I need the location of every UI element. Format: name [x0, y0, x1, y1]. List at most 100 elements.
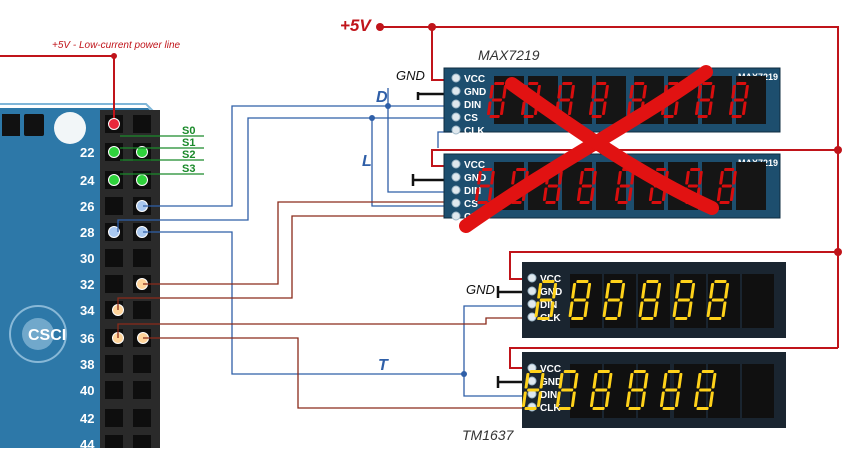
digit-cell: [742, 274, 774, 328]
segment: [699, 388, 712, 392]
cross-out-mark: [459, 65, 719, 233]
segment: [687, 301, 693, 317]
digit: [542, 168, 563, 204]
segment: [524, 373, 530, 389]
segment: [696, 407, 709, 410]
segment: [626, 101, 632, 115]
segment: [697, 115, 708, 118]
data-lines: [117, 201, 528, 409]
pin-label-right: 43: [160, 407, 174, 422]
segment: [571, 283, 577, 299]
segment: [672, 301, 678, 317]
digit: [706, 280, 730, 320]
segment: [659, 391, 665, 407]
segment: [732, 171, 737, 185]
header-pin-socket: [105, 275, 123, 293]
pin-label-left: 32: [80, 277, 94, 292]
header-pin-socket: [105, 409, 123, 427]
segment: [487, 187, 493, 201]
segment: [741, 101, 747, 115]
label-t: T: [378, 357, 389, 374]
pin-label: CLK: [540, 403, 561, 414]
segment: [579, 201, 590, 204]
pin-label: VCC: [464, 160, 485, 171]
segment: [631, 388, 644, 392]
digit: [589, 370, 613, 410]
segment: [719, 201, 730, 204]
segment: [576, 280, 589, 283]
pin-connection-dot: [136, 146, 148, 158]
segment: [579, 171, 584, 185]
segment: [539, 373, 545, 389]
pin-hole: [527, 286, 537, 296]
segment: [558, 407, 571, 410]
pin-label-right: 37: [160, 327, 174, 342]
segment: [605, 317, 618, 320]
segment: [617, 301, 623, 317]
digit: [555, 370, 579, 410]
segment: [523, 115, 534, 118]
segment: [709, 317, 722, 320]
pin-label-left: 38: [80, 357, 94, 372]
segment: [628, 373, 634, 389]
segment: [588, 101, 594, 115]
segment: [673, 101, 679, 115]
segment: [524, 407, 537, 410]
segment: [527, 388, 540, 392]
segment: [630, 171, 635, 185]
logo-text: CSCI: [28, 327, 66, 344]
segment: [617, 201, 628, 204]
header-pin-socket: [133, 301, 151, 319]
segment: [558, 373, 564, 389]
digit-cell: [742, 364, 774, 418]
pin-hole: [451, 185, 461, 195]
pin-connection-dot: [108, 146, 120, 158]
pin-hole: [451, 112, 461, 122]
segment: [559, 98, 571, 102]
segment: [648, 187, 654, 201]
segment: [571, 317, 584, 320]
segment: [677, 373, 683, 389]
segment: [631, 98, 643, 102]
segment: [593, 98, 605, 102]
max-title: MAX7219: [478, 47, 540, 63]
segment: [628, 407, 641, 410]
segment: [667, 370, 680, 373]
segment: [534, 301, 540, 317]
pin-label-left: 40: [80, 383, 94, 398]
pin-label-left: 22: [80, 145, 94, 160]
segment: [490, 171, 495, 185]
pin-hole: [451, 73, 461, 83]
segment: [607, 298, 620, 302]
pin-label: CS: [464, 113, 478, 124]
pin-label: DIN: [540, 300, 557, 311]
pin-connection-dot: [108, 174, 120, 186]
pin-hole: [451, 172, 461, 182]
segment: [542, 187, 548, 201]
segment: [724, 283, 730, 299]
digit: [659, 370, 683, 410]
segment: [486, 101, 492, 115]
digit: [486, 82, 507, 118]
segment: [477, 201, 488, 204]
segment: [643, 373, 649, 389]
segment: [542, 280, 555, 283]
tm-title: TM1637: [462, 427, 515, 443]
segment: [537, 317, 550, 320]
segment: [721, 184, 732, 188]
segment: [707, 101, 713, 115]
gnd-label-max: GND: [396, 68, 425, 83]
segment: [698, 171, 703, 185]
segment: [696, 373, 702, 389]
pin-hole: [527, 376, 537, 386]
segment: [592, 373, 598, 389]
pin-label: VCC: [540, 274, 561, 285]
header-pin-socket: [133, 409, 151, 427]
segment: [625, 391, 631, 407]
vcc-label: +5V: [340, 16, 372, 35]
segment: [474, 187, 480, 201]
pin-label: DIN: [464, 100, 481, 111]
pin-hole: [451, 99, 461, 109]
